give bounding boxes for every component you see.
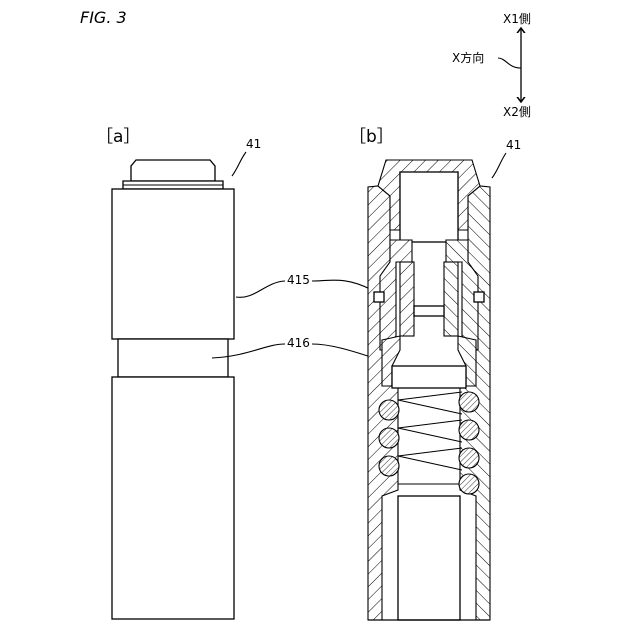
inner-pin-left — [400, 262, 414, 336]
spring-coil-section — [459, 392, 479, 412]
spring-coil-section — [459, 448, 479, 468]
lower-body — [112, 377, 234, 619]
panel-a-leader-41 — [232, 152, 246, 176]
detent-left — [374, 292, 384, 302]
direction-leader-line — [498, 58, 521, 68]
bottom-bore — [398, 496, 460, 620]
spring-coil-section — [379, 428, 399, 448]
panel-b-leader-41 — [492, 153, 506, 178]
center-web — [414, 306, 444, 316]
ref-416: 416 — [287, 336, 310, 350]
detent-right — [474, 292, 484, 302]
panel-a: ［a］ 41 415 416 — [96, 127, 380, 619]
direction-bottom-label: X2側 — [503, 105, 531, 119]
spring-coil-section — [459, 420, 479, 440]
cap-inner-cavity — [400, 172, 458, 242]
spring-coil-section — [379, 456, 399, 476]
leader-415-b — [312, 280, 372, 290]
panel-b: ［b］ 41 — [349, 127, 521, 620]
figure-label: FIG. 3 — [80, 8, 127, 27]
spring-coil-section — [459, 474, 479, 494]
leader-415-a — [236, 281, 285, 297]
direction-indicator: X1側 X方向 X2側 — [452, 12, 531, 119]
spring-coil-section — [379, 400, 399, 420]
panel-a-label: ［a］ — [96, 127, 140, 147]
neck-section — [118, 339, 228, 377]
cap-top — [131, 160, 215, 181]
panel-a-ref-41: 41 — [246, 137, 261, 151]
plunger-bore — [392, 366, 466, 388]
inner-pin-right — [444, 262, 458, 336]
ref-415: 415 — [287, 273, 310, 287]
upper-body — [112, 189, 234, 339]
panel-b-label: ［b］ — [349, 127, 394, 147]
direction-top-label: X1側 — [503, 12, 531, 26]
panel-b-ref-41: 41 — [506, 138, 521, 152]
direction-side-label: X方向 — [452, 50, 484, 65]
